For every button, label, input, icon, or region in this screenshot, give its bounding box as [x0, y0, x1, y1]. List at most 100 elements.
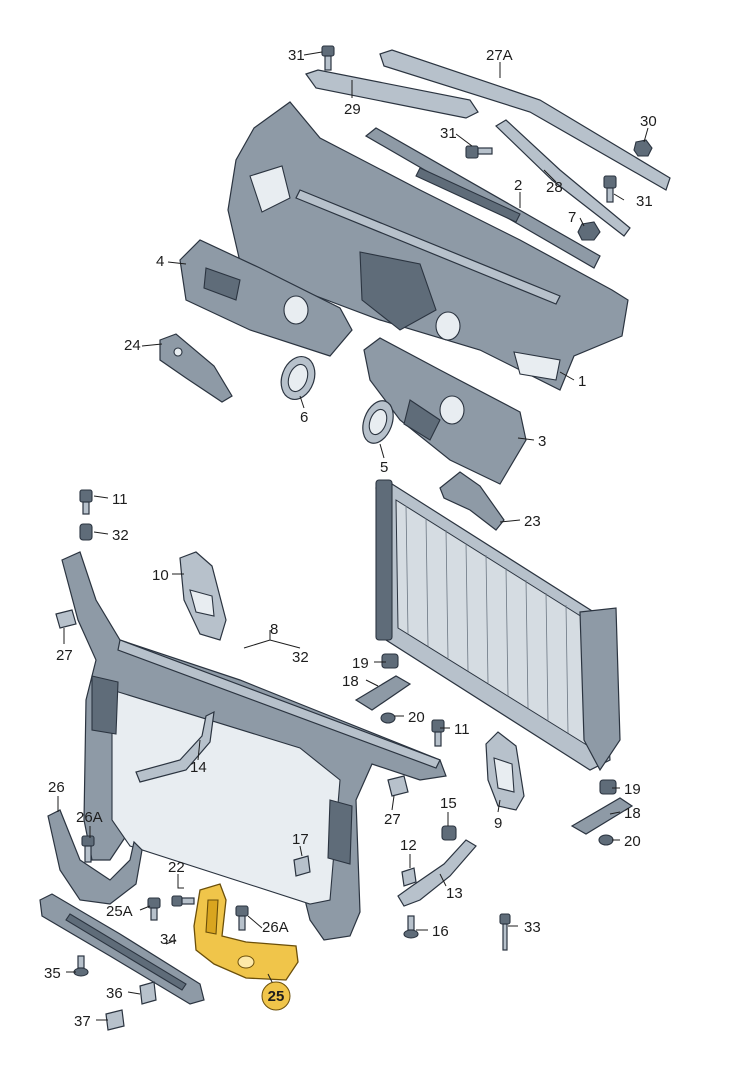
callout-11-top: 11	[112, 491, 128, 508]
callout-8-32: 32	[292, 649, 309, 666]
callout-19-left: 19	[352, 655, 369, 672]
callout-6: 6	[300, 409, 308, 426]
callout-7: 7	[568, 209, 576, 226]
callout-5: 5	[380, 459, 388, 476]
clip-12	[401, 867, 417, 887]
callout-26a-left: 26A	[76, 809, 103, 826]
part-27a-strip	[379, 49, 671, 191]
clip-17	[293, 855, 311, 877]
callout-29: 29	[344, 101, 361, 118]
callout-27a: 27A	[486, 47, 513, 64]
callout-33: 33	[524, 919, 541, 936]
callout-12: 12	[400, 837, 417, 854]
clip-37	[105, 1009, 125, 1031]
bolt-11a	[79, 489, 93, 515]
leader-lines	[57, 51, 649, 1021]
callout-27-left: 27	[56, 647, 73, 664]
part-9-bracket	[485, 731, 525, 811]
callout-30: 30	[640, 113, 657, 130]
part-6-grommet	[280, 356, 316, 400]
callout-37: 37	[74, 1013, 91, 1030]
callout-13: 13	[446, 885, 463, 902]
callout-36: 36	[106, 985, 123, 1002]
callout-28: 28	[546, 179, 563, 196]
part-23-bracket	[439, 471, 505, 531]
part-34-bar	[39, 893, 205, 1005]
nut-32	[79, 523, 93, 541]
callout-labels: 31 29 27A 31 2 30 28 31 7 4 1 24 6 5 3 2…	[44, 47, 657, 1030]
callout-27-right: 27	[384, 811, 401, 828]
callout-25-badge	[261, 981, 291, 1011]
part-1-bulkhead	[227, 101, 629, 391]
callout-18-left: 18	[342, 673, 359, 690]
callout-14: 14	[190, 759, 207, 776]
nut-15	[441, 825, 457, 841]
bolt-31a	[321, 45, 335, 71]
callout-25: 25	[268, 988, 285, 1005]
callout-20-left: 20	[408, 709, 425, 726]
callout-1: 1	[578, 373, 586, 390]
bolt-25a	[147, 897, 161, 921]
callout-20-right: 20	[624, 833, 641, 850]
part-26-bracket	[47, 809, 143, 905]
part-10-bracket	[179, 551, 227, 641]
bolt-22	[171, 895, 195, 907]
clip-36	[139, 981, 157, 1005]
part-28-strip	[495, 119, 631, 237]
rivet-33	[499, 913, 511, 951]
part-18a-bracket	[354, 675, 412, 711]
callout-10: 10	[152, 567, 169, 584]
part-14-strip	[135, 710, 215, 783]
bolt-31c	[603, 175, 617, 203]
part-2-bar	[364, 127, 601, 269]
callout-31-mid: 31	[440, 125, 457, 142]
part-25-highlighted	[193, 883, 299, 981]
callout-34: 34	[160, 931, 177, 948]
callout-32: 32	[112, 527, 129, 544]
part-4-panel	[179, 239, 353, 357]
callout-16: 16	[432, 923, 449, 940]
part-13-rod	[397, 839, 477, 907]
callout-8: 8	[270, 621, 278, 638]
callout-17: 17	[292, 831, 309, 848]
part-18b-bracket	[570, 797, 634, 835]
callout-31-top: 31	[288, 47, 305, 64]
callout-25a: 25A	[106, 903, 133, 920]
part-radiator	[375, 479, 621, 772]
callout-26: 26	[48, 779, 65, 796]
bolt-16	[403, 915, 419, 939]
part-3-panel	[363, 337, 527, 485]
callout-18-right: 18	[624, 805, 641, 822]
callout-3: 3	[538, 433, 546, 450]
nut-20a	[380, 712, 396, 724]
bolt-35	[73, 955, 89, 977]
clip-27a	[55, 609, 77, 629]
callout-4: 4	[156, 253, 164, 270]
bolt-26a-2	[235, 905, 249, 931]
part-29-strip	[305, 69, 479, 119]
radiator-fins	[405, 505, 569, 734]
callout-23: 23	[524, 513, 541, 530]
callout-15: 15	[440, 795, 457, 812]
nut-19b	[599, 779, 617, 795]
bolt-11b	[431, 719, 445, 747]
callout-31-right: 31	[636, 193, 653, 210]
nut-30	[633, 139, 653, 157]
callout-24: 24	[124, 337, 141, 354]
part-24-bracket	[159, 333, 233, 403]
callout-26a-right: 26A	[262, 919, 289, 936]
part-5-grommet	[362, 400, 394, 444]
bolt-26a-1	[81, 835, 95, 863]
part-8-carrier	[61, 551, 447, 941]
callout-22: 22	[168, 859, 185, 876]
callout-11-mid: 11	[454, 721, 470, 738]
callout-2: 2	[514, 177, 522, 194]
nut-19a	[381, 653, 399, 669]
callout-35: 35	[44, 965, 61, 982]
nut-7	[577, 221, 601, 241]
nut-20b	[598, 834, 614, 846]
callout-9: 9	[494, 815, 502, 832]
clip-27b	[387, 775, 409, 797]
